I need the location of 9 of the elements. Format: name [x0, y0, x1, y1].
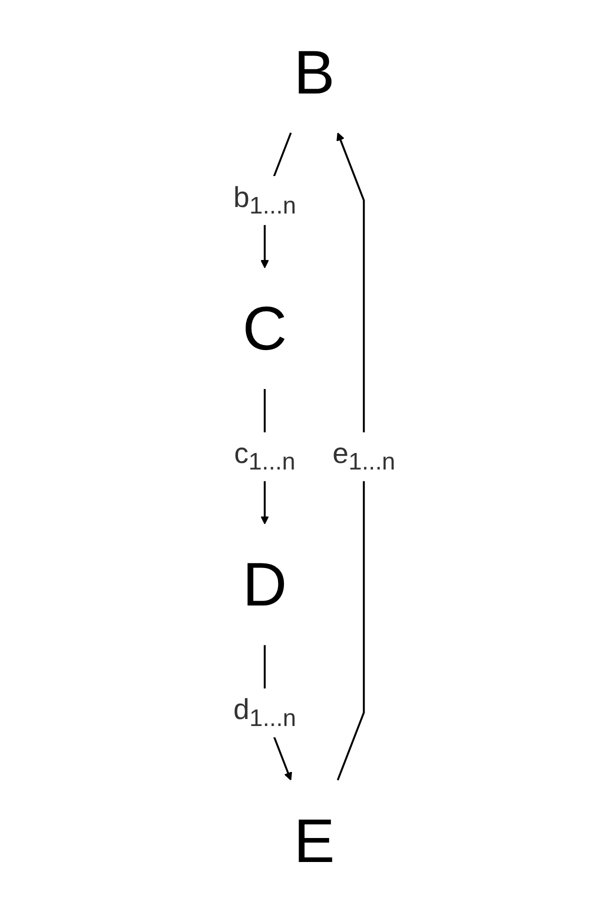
arrow [336, 132, 364, 781]
edge-label: b$_{1...n}$ [232, 182, 296, 220]
edge-label: e$_{1...n}$ [332, 438, 395, 476]
node-text: B [293, 38, 334, 107]
edge-label: c$_{1...n}$ [234, 438, 295, 476]
node-text: D [242, 550, 286, 620]
node-text: C [242, 294, 286, 364]
edge-label: d$_{1...n}$ [232, 694, 296, 732]
node-text: E [293, 806, 334, 876]
